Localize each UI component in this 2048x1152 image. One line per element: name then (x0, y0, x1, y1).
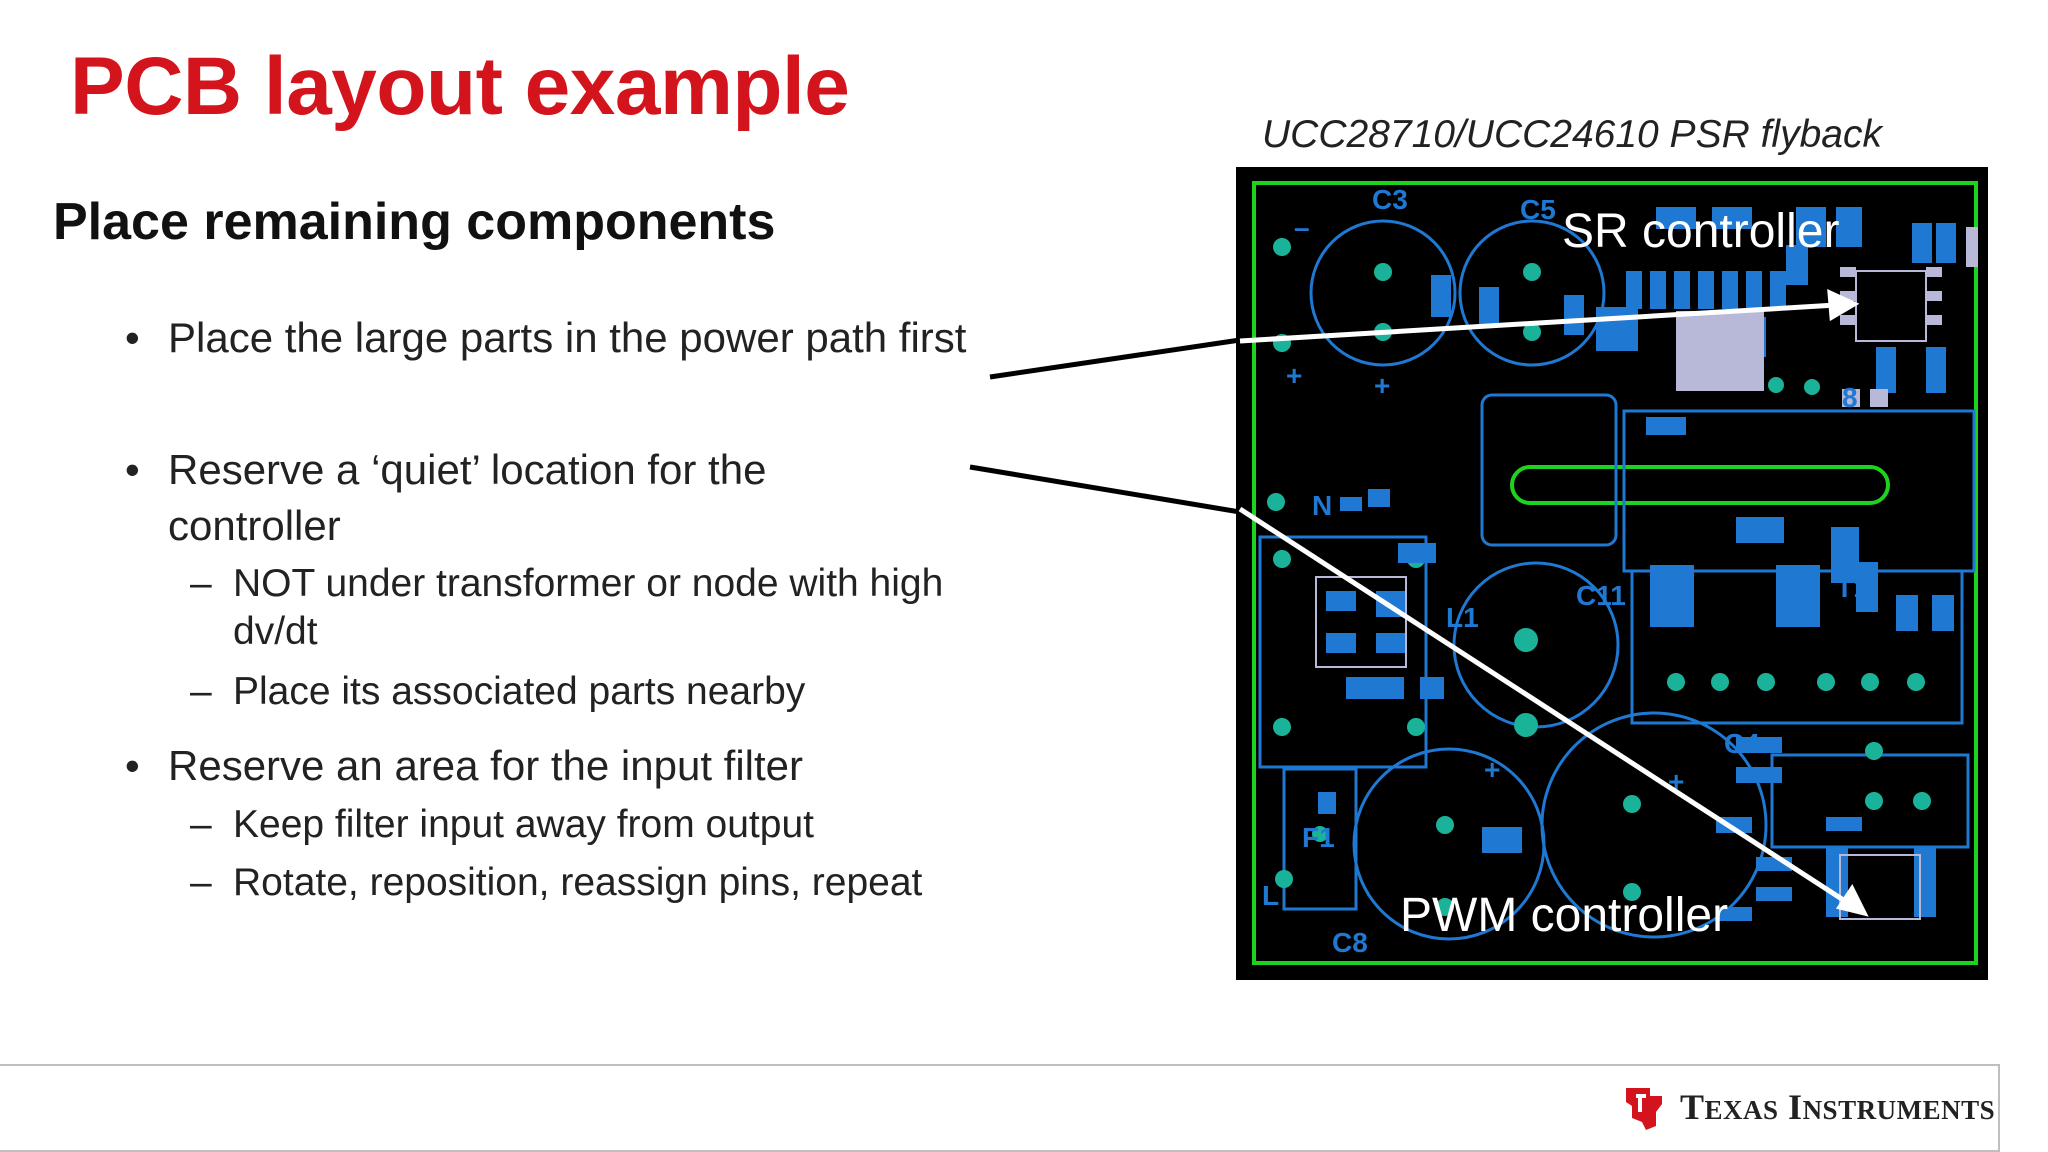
sub-bullet-text: NOT under transformer or node with high … (233, 562, 944, 653)
label-plus: + (1484, 754, 1500, 785)
arrow-pwm-head (1835, 884, 1869, 917)
label-minus: – (1294, 212, 1310, 243)
brand-name: TEXAS INSTRUMENTS (1680, 1087, 1996, 1127)
label-t1: T1 (1836, 572, 1869, 603)
bullet-text: Reserve an area for the input filter (168, 742, 804, 789)
board-outline (1252, 181, 1978, 965)
footer-bar (0, 1064, 2000, 1152)
label-l: L (1262, 880, 1279, 911)
arrow-sr (1239, 302, 1837, 344)
dash-symbol: – (190, 861, 212, 904)
label-plus: + (1286, 360, 1302, 391)
figure-caption: UCC28710/UCC24610 PSR flyback (1262, 113, 1882, 156)
ti-logo-icon (1626, 1088, 1662, 1130)
label-plus: + (1374, 370, 1390, 401)
dash-symbol: – (190, 803, 212, 846)
label-f1: F1 (1302, 822, 1335, 853)
bullet-text: Place the large parts in the power path … (168, 314, 967, 361)
label-n: N (1312, 490, 1332, 521)
bullet-dot: • (125, 314, 140, 361)
sub-bullet-text: Place its associated parts nearby (233, 670, 806, 713)
arrow-pwm (1238, 506, 1850, 906)
pointer-line-sr (989, 337, 1241, 380)
label-c3: C3 (1372, 184, 1408, 215)
label-c8: C8 (1332, 927, 1368, 958)
pcb-layout-image: C3 C5 C11 L1 C4 F1 C8 N L T1 8 – + + + +… (1236, 167, 1988, 980)
sub-bullet-text: Keep filter input away from output (233, 803, 814, 846)
isolation-slot (1510, 465, 1890, 505)
slide-title: PCB layout example (70, 41, 850, 132)
label-c11: C11 (1576, 580, 1626, 611)
bullet-dot: • (125, 742, 140, 789)
bullet-text: Reserve a ‘quiet’ location for the contr… (168, 446, 767, 549)
dash-symbol: – (190, 670, 212, 713)
label-c4: C4 (1724, 728, 1760, 759)
callout-pwm-controller: PWM controller (1400, 889, 1728, 942)
label-c5: C5 (1520, 194, 1556, 225)
arrow-sr-head (1827, 288, 1860, 322)
label-l1: L1 (1446, 602, 1479, 633)
dash-symbol: – (190, 562, 212, 605)
slide-subtitle: Place remaining components (53, 193, 776, 251)
pointer-line-pwm (969, 464, 1241, 515)
sub-bullet-text: Rotate, reposition, reassign pins, repea… (233, 861, 923, 904)
texas-instruments-logo: TEXAS INSTRUMENTS (1620, 1082, 1995, 1132)
label-8: 8 (1842, 382, 1858, 413)
bullet-dot: • (125, 446, 140, 493)
callout-sr-controller: SR controller (1562, 205, 1839, 258)
